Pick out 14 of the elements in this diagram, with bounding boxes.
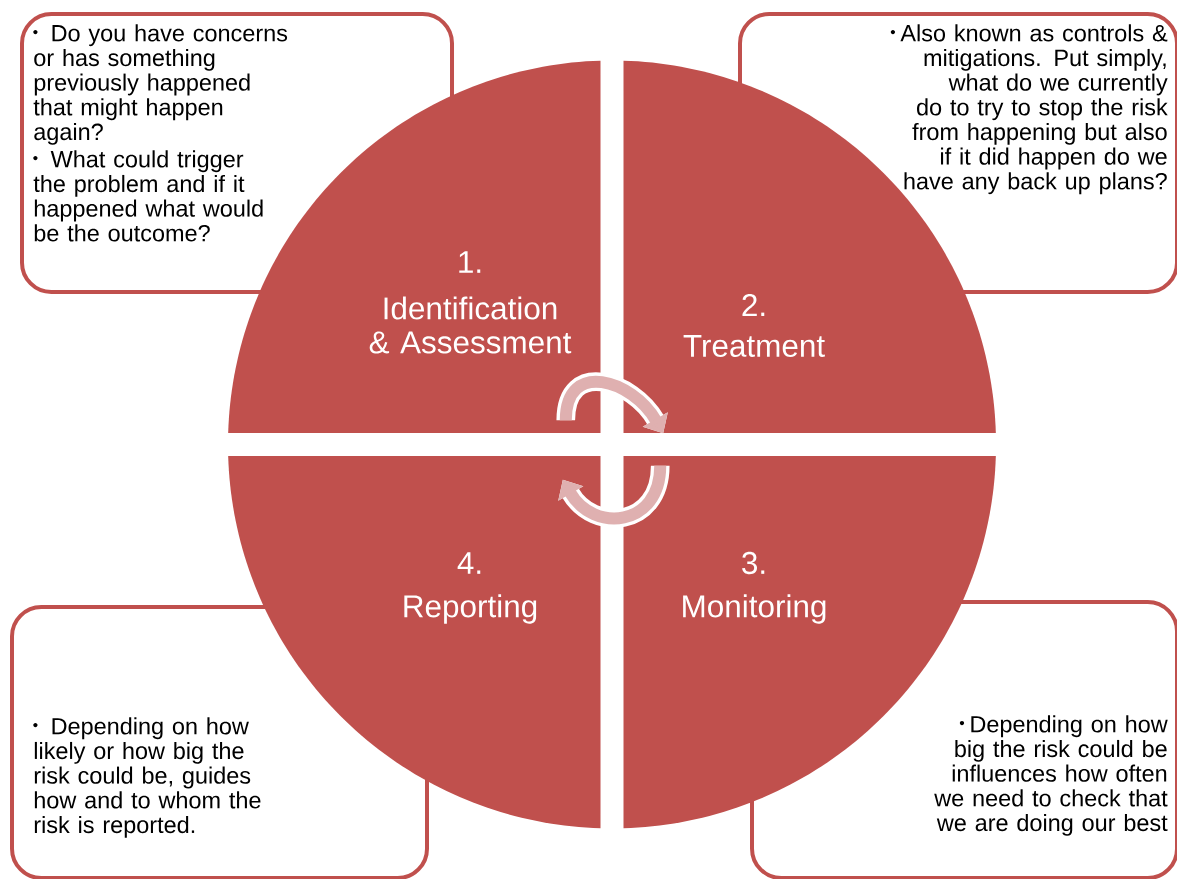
bullet-text: Also known as controls & mitigations. Put simply, what do we currently do to try to stop the risk from happening but also if it did happen do we have any back up plans? — [890, 24, 1168, 195]
bullet-text: Depending on how likely or how big the risk could be, guides how and to whom the risk is reported. — [33, 717, 261, 838]
quadrant-label: Monitoring — [683, 594, 826, 624]
bullet-text: Do you have concerns or has something previously happened that might happen again? — [33, 24, 288, 145]
bullet-text: Depending on how big the risk could be influences how often we need to check that we are doing our best — [934, 715, 1168, 836]
bullet-text: What could trigger the problem and if it happened what would be the outcome? — [33, 150, 263, 242]
quadrant-label: 3. — [742, 551, 765, 575]
quadrant-label: Reporting — [404, 594, 537, 624]
quadrant-label: Treatment — [683, 335, 825, 357]
quadrant-label: Identification & Assessment — [369, 296, 572, 354]
circular-arrow — [558, 464, 670, 528]
quadrant-label: 1. — [459, 251, 481, 273]
quadrant-label: 4. — [457, 552, 481, 574]
quadrant-label: 2. — [742, 294, 765, 316]
